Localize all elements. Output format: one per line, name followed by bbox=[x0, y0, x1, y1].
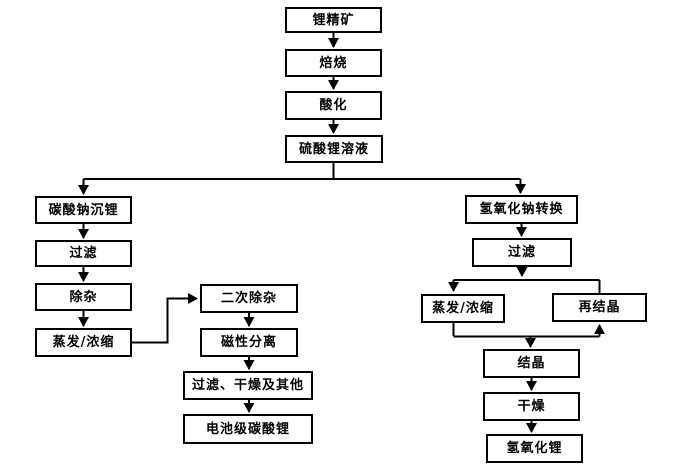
node-lithium-hydroxide: 氢氧化锂 bbox=[486, 434, 583, 463]
node-crystallization: 结晶 bbox=[483, 349, 580, 378]
node-filtration-drying-others: 过滤、干燥及其他 bbox=[183, 371, 313, 400]
node-evaporation-concentration-left: 蒸发/浓缩 bbox=[35, 328, 132, 357]
node-secondary-impurity-removal: 二次除杂 bbox=[200, 284, 298, 313]
node-impurity-removal: 除杂 bbox=[35, 283, 132, 311]
node-drying: 干燥 bbox=[483, 392, 580, 421]
node-evaporation-concentration-right: 蒸发/浓缩 bbox=[421, 294, 505, 323]
node-battery-grade-lithium-carbonate: 电池级碳酸锂 bbox=[183, 414, 313, 444]
node-lithium-sulfate-solution: 硫酸锂溶液 bbox=[285, 135, 383, 163]
node-filtration-right: 过滤 bbox=[472, 238, 572, 267]
node-roasting: 焙烧 bbox=[285, 49, 382, 77]
node-sodium-carbonate-precipitation: 碳酸钠沉锂 bbox=[35, 196, 132, 224]
node-sodium-hydroxide-conversion: 氢氧化钠转换 bbox=[465, 195, 578, 224]
edge-evaporation-secondary bbox=[132, 293, 198, 344]
node-filtration-left: 过滤 bbox=[35, 240, 132, 267]
node-magnetic-separation: 磁性分离 bbox=[200, 328, 298, 357]
node-recrystallization: 再结晶 bbox=[552, 293, 647, 322]
node-lithium-concentrate: 锂精矿 bbox=[285, 7, 382, 33]
node-acidification: 酸化 bbox=[285, 91, 382, 120]
